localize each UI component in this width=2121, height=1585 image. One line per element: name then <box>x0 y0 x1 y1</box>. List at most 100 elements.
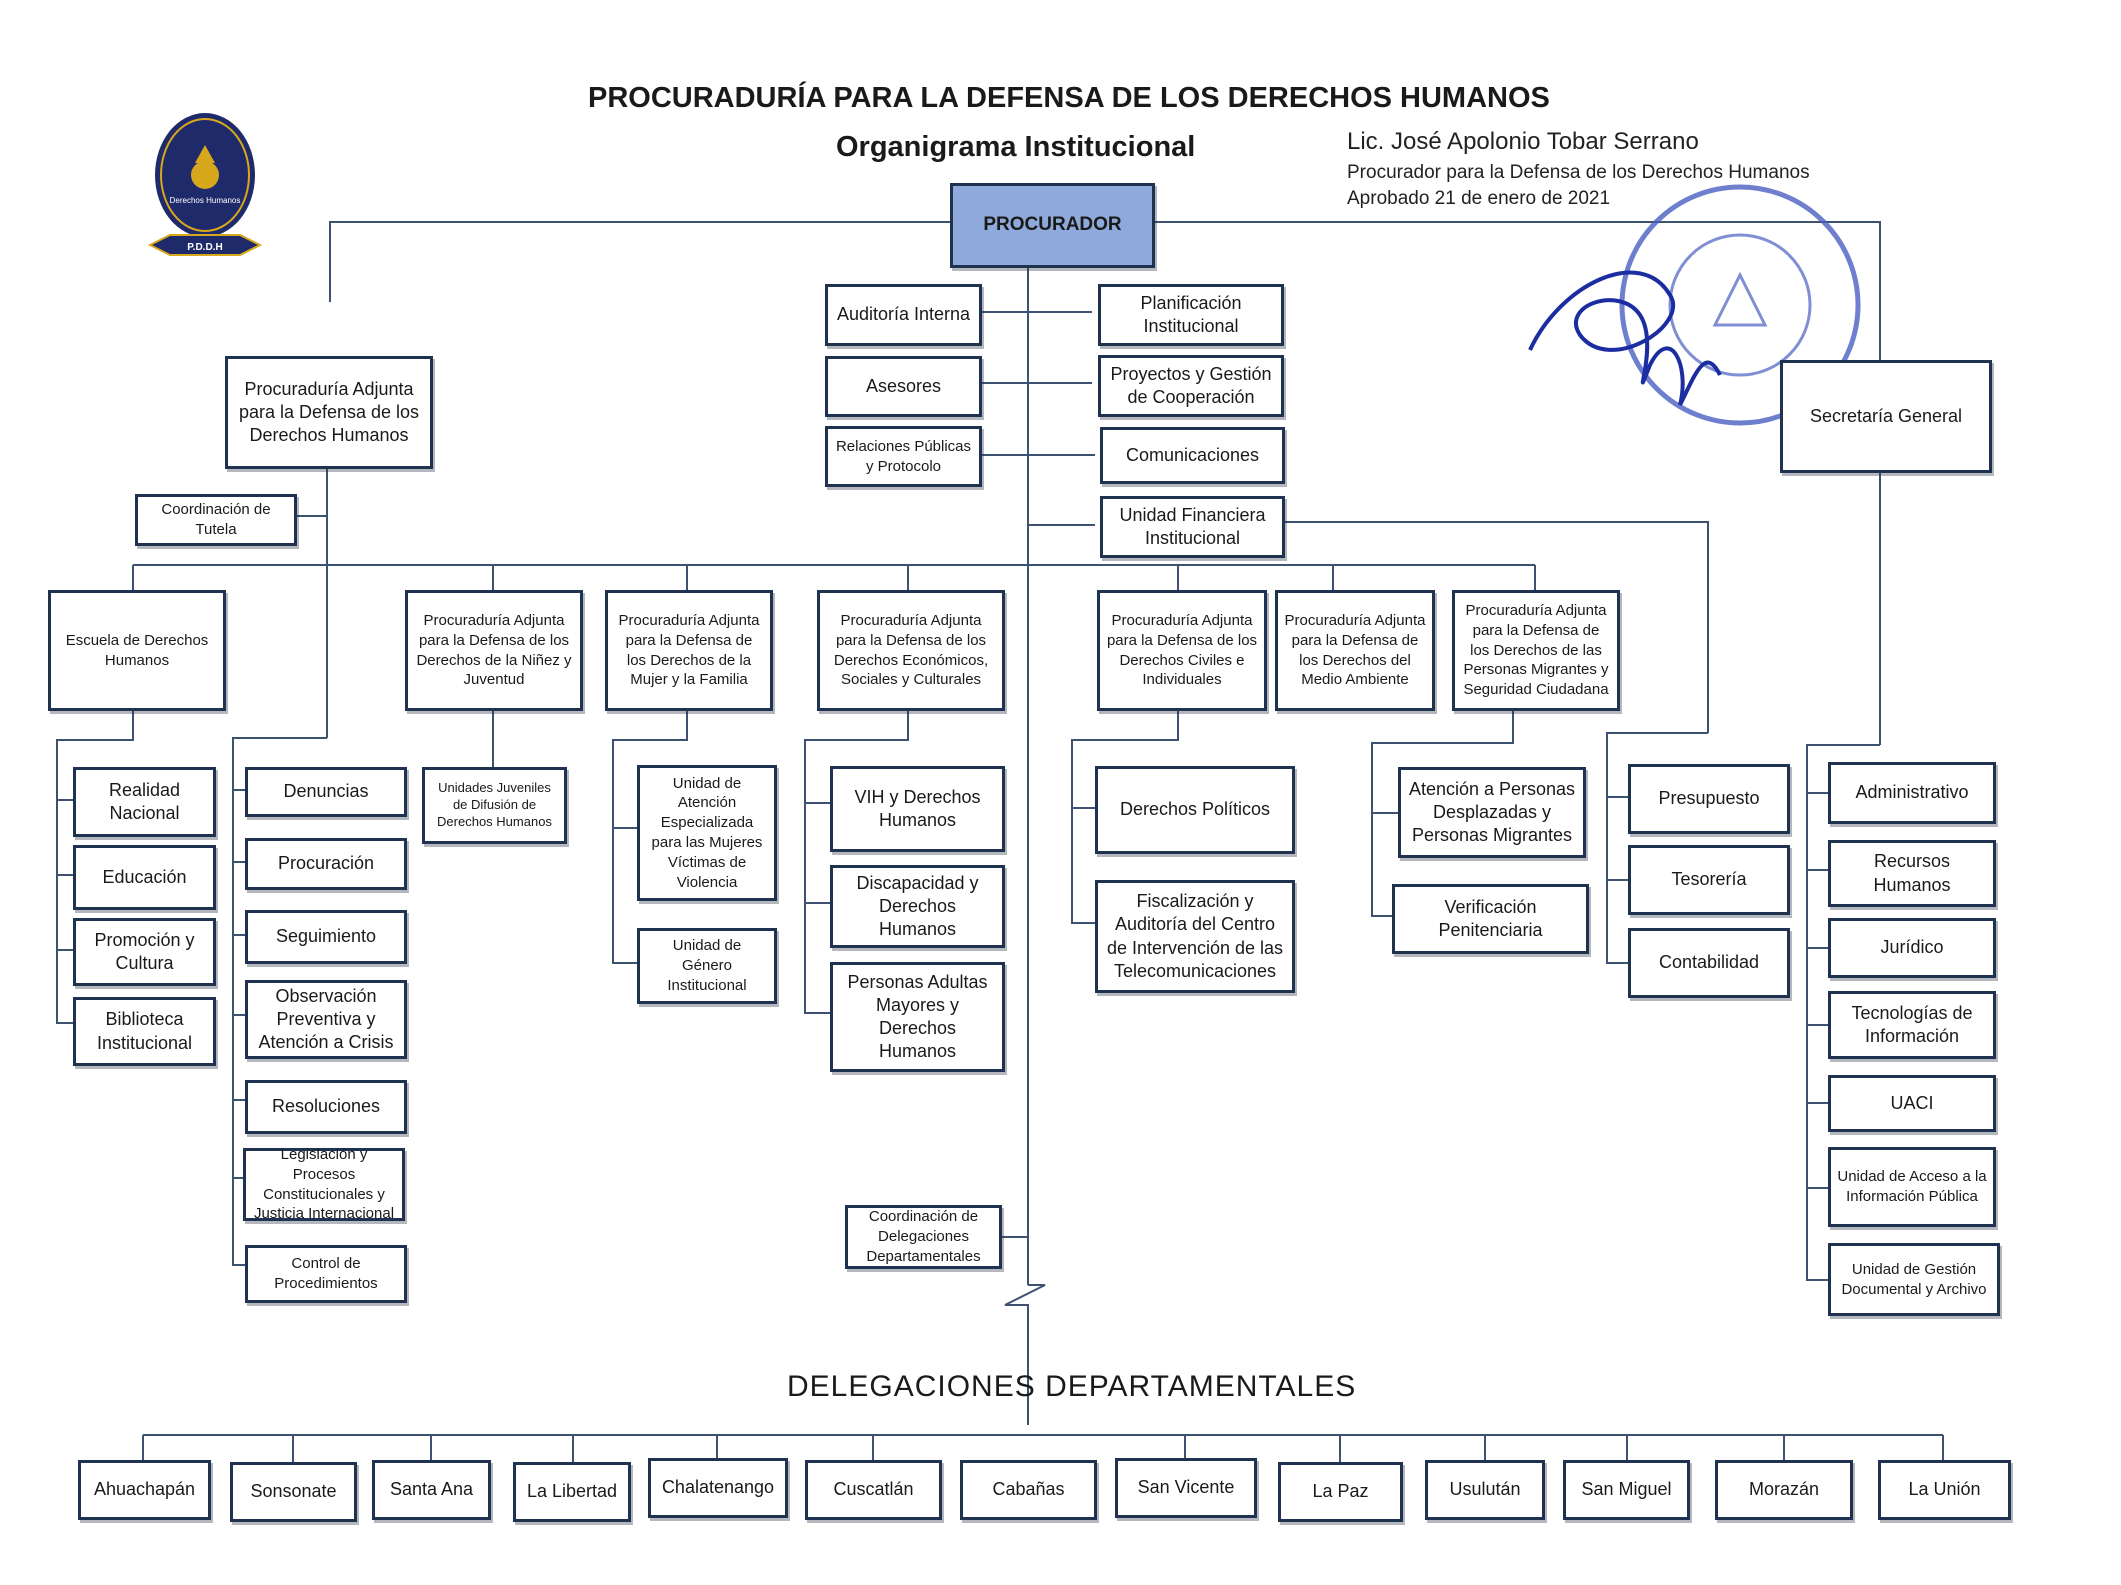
control-label: Control de Procedimientos <box>274 1255 378 1292</box>
control-box: Control de Procedimientos <box>245 1245 407 1303</box>
presupuesto-box: Presupuesto <box>1628 764 1790 834</box>
administrativo-label: Administrativo <box>1855 782 1969 803</box>
delegacion-san-vicente: San Vicente <box>1115 1458 1257 1518</box>
mayores-label: Personas Adultas Mayores y Derechos Huma… <box>847 971 988 1062</box>
migrantes-box: Procuraduría Adjunta para la Defensa de … <box>1452 590 1620 711</box>
delegacion-label: Sonsonate <box>250 1481 337 1502</box>
presupuesto-label: Presupuesto <box>1658 788 1760 809</box>
ninez-box: Procuraduría Adjunta para la Defensa de … <box>405 590 583 711</box>
signatory-role: Procurador para la Defensa de los Derech… <box>1347 162 1810 183</box>
violencia-label: Unidad de Atención Especializada para la… <box>651 774 763 891</box>
observacion-label: Observación Preventiva y Atención a Cris… <box>258 985 394 1053</box>
adjunta-general-box: Procuraduría Adjunta para la Defensa de … <box>225 356 433 469</box>
delegacion-la-paz: La Paz <box>1278 1462 1403 1522</box>
escuela-label: Escuela de Derechos Humanos <box>65 631 209 669</box>
procuracion-label: Procuración <box>277 853 375 874</box>
financiera-label: Unidad Financiera Institucional <box>1119 504 1266 548</box>
biblioteca-label: Biblioteca Institucional <box>96 1009 193 1053</box>
secretaria-box: Secretaría General <box>1780 360 1992 473</box>
denuncias-box: Denuncias <box>245 767 407 817</box>
fiscalizacion-label: Fiscalización y Auditoría del Centro de … <box>1106 891 1284 981</box>
delegacion-ahuachapan: Ahuachapán <box>78 1460 211 1520</box>
delegacion-label: La Paz <box>1312 1481 1369 1502</box>
politicos-box: Derechos Políticos <box>1095 766 1295 854</box>
juveniles-box: Unidades Juveniles de Difusión de Derech… <box>422 767 567 844</box>
juridico-label: Jurídico <box>1880 937 1944 958</box>
ambiente-label: Procuraduría Adjunta para la Defensa de … <box>1284 611 1426 689</box>
vih-label: VIH y Derechos Humanos <box>854 786 981 830</box>
uaci-box: UACI <box>1828 1075 1996 1132</box>
delegacion-santa-ana: Santa Ana <box>372 1460 491 1520</box>
escuela-box: Escuela de Derechos Humanos <box>48 590 226 711</box>
discapacidad-box: Discapacidad y Derechos Humanos <box>830 865 1005 948</box>
asesores-box: Asesores <box>825 356 982 417</box>
acceso-label: Unidad de Acceso a la Información Públic… <box>1837 1168 1987 1205</box>
resoluciones-box: Resoluciones <box>245 1080 407 1134</box>
mujer-label: Procuraduría Adjunta para la Defensa de … <box>618 611 760 689</box>
uaci-label: UACI <box>1890 1092 1934 1113</box>
tutela-label: Coordinación de Tutela <box>161 501 271 538</box>
logo-banner-text: P.D.D.H <box>187 242 222 253</box>
planificacion-label: Planificación Institucional <box>1140 292 1242 336</box>
page-title: PROCURADURÍA PARA LA DEFENSA DE LOS DERE… <box>588 82 1550 114</box>
civiles-box: Procuraduría Adjunta para la Defensa de … <box>1097 590 1267 711</box>
asesores-label: Asesores <box>865 375 942 396</box>
delegacion-label: Santa Ana <box>389 1479 474 1500</box>
coord-delegaciones-label: Coordinación de Delegaciones Departament… <box>866 1208 981 1265</box>
juveniles-label: Unidades Juveniles de Difusión de Derech… <box>437 780 552 829</box>
delegacion-cuscatlan: Cuscatlán <box>805 1460 942 1520</box>
tesoreria-box: Tesorería <box>1628 845 1790 915</box>
rrhh-label: Recursos Humanos <box>1873 851 1951 895</box>
secretaria-label: Secretaría General <box>1809 405 1963 426</box>
logo-inner-text: Derechos Humanos <box>170 196 241 205</box>
delegacion-sonsonate: Sonsonate <box>230 1462 357 1522</box>
delegacion-la-libertad: La Libertad <box>513 1462 631 1522</box>
administrativo-box: Administrativo <box>1828 762 1996 824</box>
delegacion-label: La Libertad <box>526 1481 618 1502</box>
promocion-label: Promoción y Cultura <box>94 929 195 973</box>
desc-label: Procuraduría Adjunta para la Defensa de … <box>833 611 989 689</box>
violencia-box: Unidad de Atención Especializada para la… <box>637 765 777 901</box>
delegacion-label: Chalatenango <box>661 1477 775 1498</box>
delegacion-san-miguel: San Miguel <box>1563 1460 1690 1520</box>
delegacion-chalatenango: Chalatenango <box>648 1458 788 1518</box>
educacion-box: Educación <box>73 845 216 910</box>
desc-box: Procuraduría Adjunta para la Defensa de … <box>817 590 1005 711</box>
legislacion-label: Legislación y Procesos Constitucionales … <box>253 1145 395 1223</box>
tutela-box: Coordinación de Tutela <box>135 494 297 546</box>
discapacidad-label: Discapacidad y Derechos Humanos <box>856 872 979 940</box>
pddh-logo: P.D.D.H Derechos Humanos <box>147 113 263 256</box>
penitenciaria-box: Verificación Penitenciaria <box>1392 884 1589 954</box>
genero-box: Unidad de Género Institucional <box>637 928 777 1004</box>
civiles-label: Procuraduría Adjunta para la Defensa de … <box>1106 611 1258 689</box>
mujer-box: Procuraduría Adjunta para la Defensa de … <box>605 590 773 711</box>
rrhh-box: Recursos Humanos <box>1828 840 1996 907</box>
planificacion-box: Planificación Institucional <box>1098 284 1284 346</box>
contabilidad-label: Contabilidad <box>1658 952 1760 973</box>
delegacion-label: Morazán <box>1748 1479 1820 1500</box>
page-subtitle: Organigrama Institucional <box>836 131 1196 163</box>
denuncias-label: Denuncias <box>283 781 369 802</box>
ninez-label: Procuraduría Adjunta para la Defensa de … <box>416 611 572 689</box>
fiscalizacion-box: Fiscalización y Auditoría del Centro de … <box>1095 880 1295 993</box>
penitenciaria-label: Verificación Penitenciaria <box>1438 896 1543 940</box>
auditoria-label: Auditoría Interna <box>836 304 971 325</box>
procuracion-box: Procuración <box>245 838 407 890</box>
relaciones-label: Relaciones Públicas y Protocolo <box>835 437 972 475</box>
relaciones-box: Relaciones Públicas y Protocolo <box>825 426 982 487</box>
delegaciones-title: DELEGACIONES DEPARTAMENTALES <box>787 1370 1357 1403</box>
delegacion-usulutan: Usulután <box>1425 1460 1545 1520</box>
procurador-label: PROCURADOR <box>983 214 1122 236</box>
politicos-label: Derechos Políticos <box>1119 799 1271 820</box>
delegacion-morazan: Morazán <box>1715 1460 1853 1520</box>
genero-label: Unidad de Género Institucional <box>667 937 747 994</box>
approval-date: Aprobado 21 de enero de 2021 <box>1347 188 1611 209</box>
official-seal <box>1528 184 1861 426</box>
delegacion-label: San Miguel <box>1581 1479 1672 1500</box>
promocion-box: Promoción y Cultura <box>73 918 216 986</box>
comunicaciones-label: Comunicaciones <box>1125 444 1260 465</box>
contabilidad-box: Contabilidad <box>1628 928 1790 998</box>
observacion-box: Observación Preventiva y Atención a Cris… <box>245 980 407 1059</box>
seguimiento-label: Seguimiento <box>275 926 377 947</box>
